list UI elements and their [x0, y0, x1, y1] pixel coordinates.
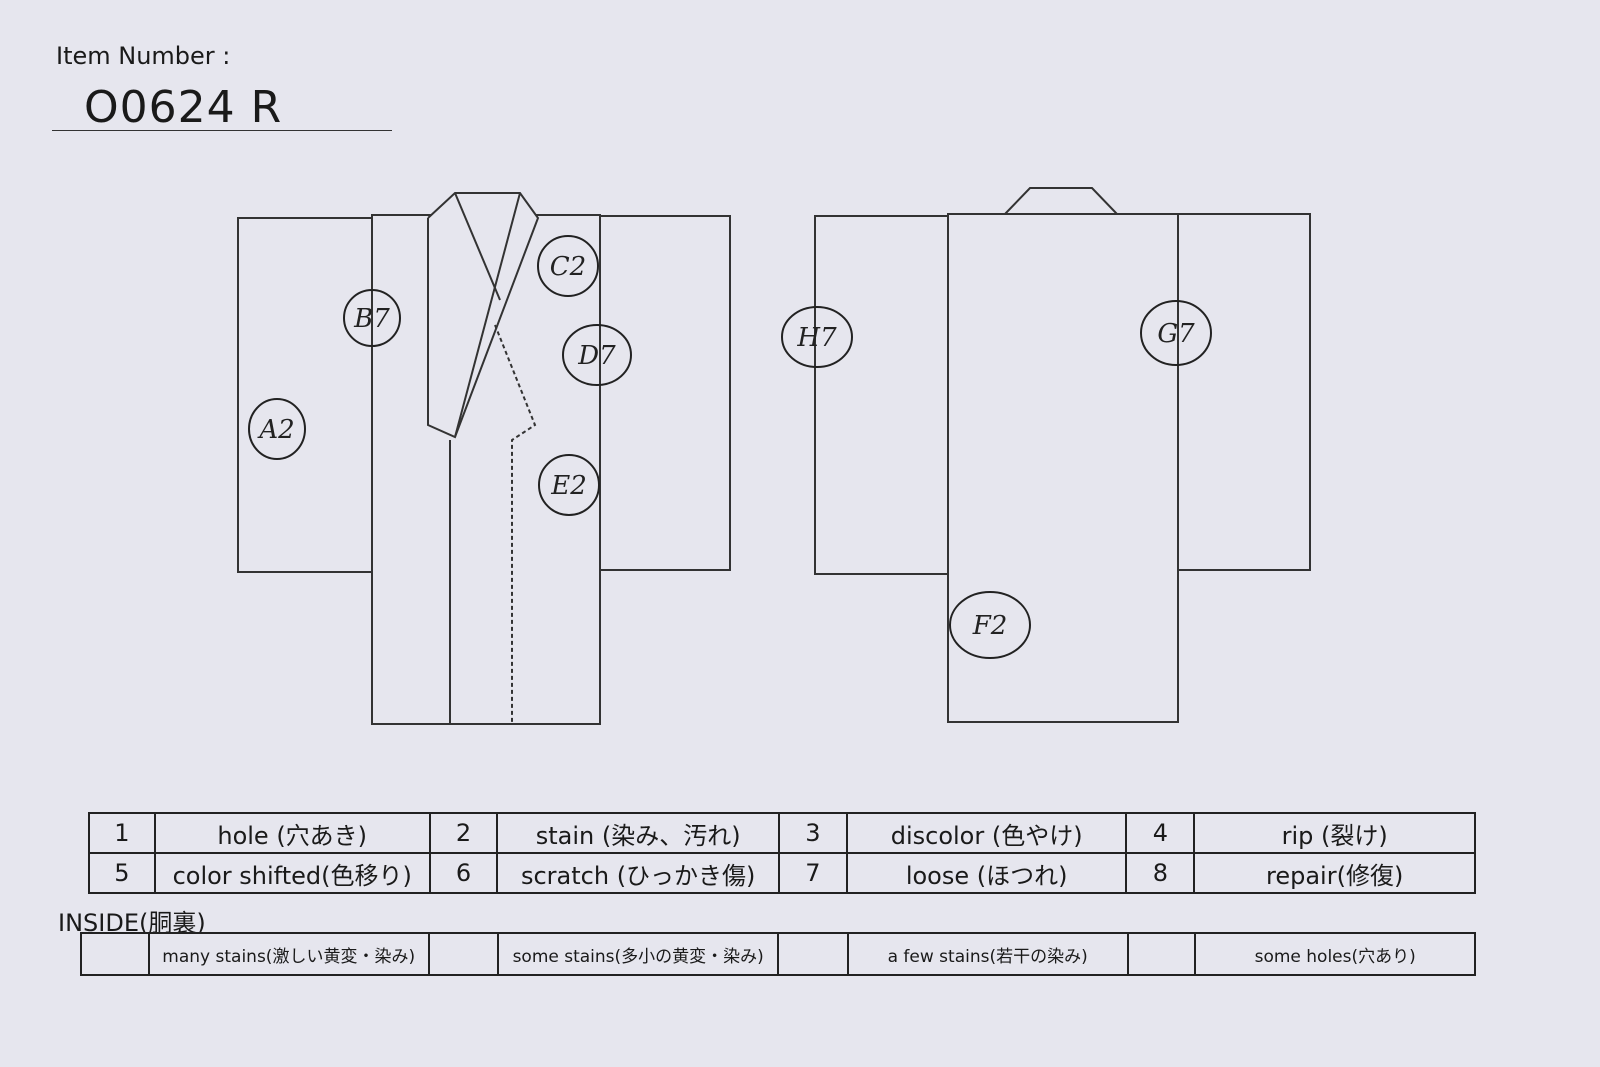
back-right-sleeve	[1177, 213, 1311, 571]
inside-option-label: some holes(穴あり)	[1194, 932, 1476, 976]
mark-a2: A2	[257, 415, 294, 445]
defect-label: hole (穴あき)	[153, 812, 431, 854]
defect-num: 1	[88, 812, 156, 854]
mark-c2: C2	[550, 252, 586, 282]
inside-option-label: a few stains(若干の染み)	[846, 932, 1129, 976]
mark-h7: H7	[796, 323, 837, 353]
defect-label: scratch (ひっかき傷)	[496, 852, 780, 894]
defect-legend-table: 1 hole (穴あき) 2 stain (染み、汚れ) 3 discolor …	[88, 812, 1476, 894]
back-body	[947, 213, 1179, 723]
inside-checkbox[interactable]	[80, 932, 150, 976]
mark-e2: E2	[550, 471, 587, 501]
kimono-front	[237, 192, 731, 725]
defect-num: 3	[777, 812, 848, 854]
inside-option-label: some stains(多小の黄変・染み)	[497, 932, 779, 976]
inside-checkbox[interactable]	[1126, 932, 1197, 976]
defect-label: repair(修復)	[1193, 852, 1476, 894]
mark-g7: G7	[1157, 319, 1195, 349]
defect-label: color shifted(色移り)	[153, 852, 431, 894]
defect-label: loose (ほつれ)	[845, 852, 1128, 894]
inside-option-label: many stains(激しい黄変・染み)	[147, 932, 430, 976]
defect-label: discolor (色やけ)	[845, 812, 1128, 854]
defect-num: 7	[777, 852, 848, 894]
inside-checkbox[interactable]	[427, 932, 500, 976]
inside-checkbox[interactable]	[777, 932, 849, 976]
defect-label: rip (裂け)	[1193, 812, 1476, 854]
kimono-diagram: A2 B7 C2 D7 E2 F2 G7 H7	[237, 187, 1311, 725]
defect-num: 8	[1125, 852, 1196, 894]
mark-f2: F2	[972, 611, 1008, 641]
kimono-back	[814, 187, 1311, 723]
item-number-underline	[52, 130, 392, 131]
item-number-label: Item Number :	[56, 42, 231, 70]
defect-num: 2	[428, 812, 499, 854]
defect-num: 6	[428, 852, 499, 894]
table-row: 5 color shifted(色移り) 6 scratch (ひっかき傷) 7…	[88, 852, 1476, 894]
mark-b7: B7	[353, 304, 390, 334]
item-number-value: O0624 R	[84, 82, 283, 133]
table-row: many stains(激しい黄変・染み) some stains(多小の黄変・…	[80, 932, 1476, 976]
defect-label: stain (染み、汚れ)	[496, 812, 780, 854]
defect-num: 4	[1125, 812, 1196, 854]
defect-num: 5	[88, 852, 156, 894]
back-left-sleeve	[814, 215, 949, 575]
front-left-sleeve	[237, 217, 373, 573]
mark-d7: D7	[577, 341, 616, 371]
front-right-sleeve	[599, 215, 731, 571]
table-row: 1 hole (穴あき) 2 stain (染み、汚れ) 3 discolor …	[88, 812, 1476, 854]
inside-condition-table: many stains(激しい黄変・染み) some stains(多小の黄変・…	[80, 932, 1476, 976]
